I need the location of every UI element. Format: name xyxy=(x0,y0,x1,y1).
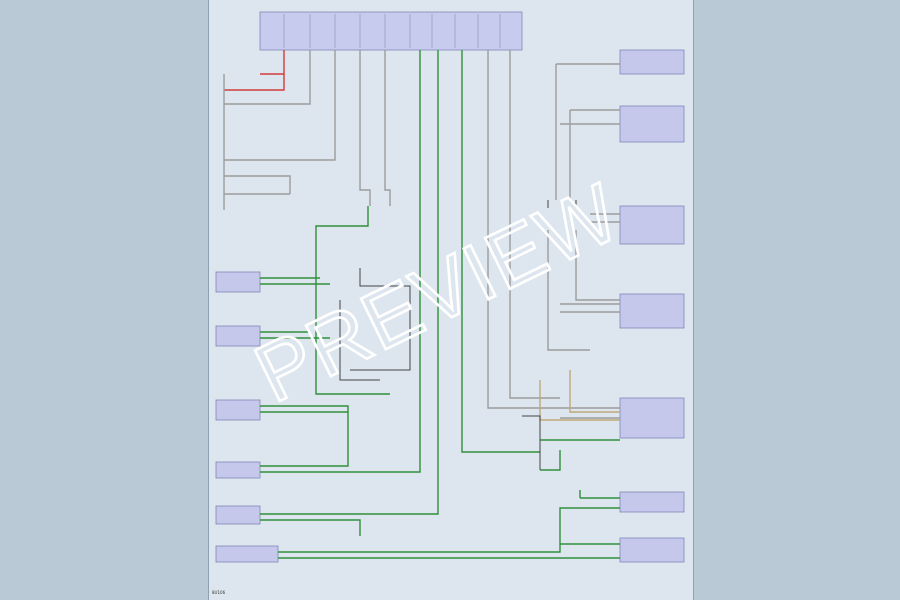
right-module-1 xyxy=(619,49,685,75)
left-module-1 xyxy=(215,271,261,293)
left-module-6 xyxy=(215,545,279,563)
right-module-6 xyxy=(619,491,685,513)
right-module-3 xyxy=(619,205,685,245)
junction-lines xyxy=(339,200,577,470)
left-module-2 xyxy=(215,325,261,347)
red-wires xyxy=(224,50,285,91)
left-module-4 xyxy=(215,461,261,479)
top-module-pin-columns xyxy=(283,14,501,48)
right-module-4 xyxy=(619,293,685,329)
right-module-7 xyxy=(619,537,685,563)
footer-code: 8U106 xyxy=(212,590,226,595)
right-module-2 xyxy=(619,105,685,143)
right-module-5 xyxy=(619,397,685,439)
left-module-5 xyxy=(215,505,261,525)
gray-wires xyxy=(223,50,620,419)
tan-wires xyxy=(539,370,620,421)
left-module-3 xyxy=(215,399,261,421)
top-module xyxy=(259,11,523,51)
green-wires xyxy=(260,50,620,559)
